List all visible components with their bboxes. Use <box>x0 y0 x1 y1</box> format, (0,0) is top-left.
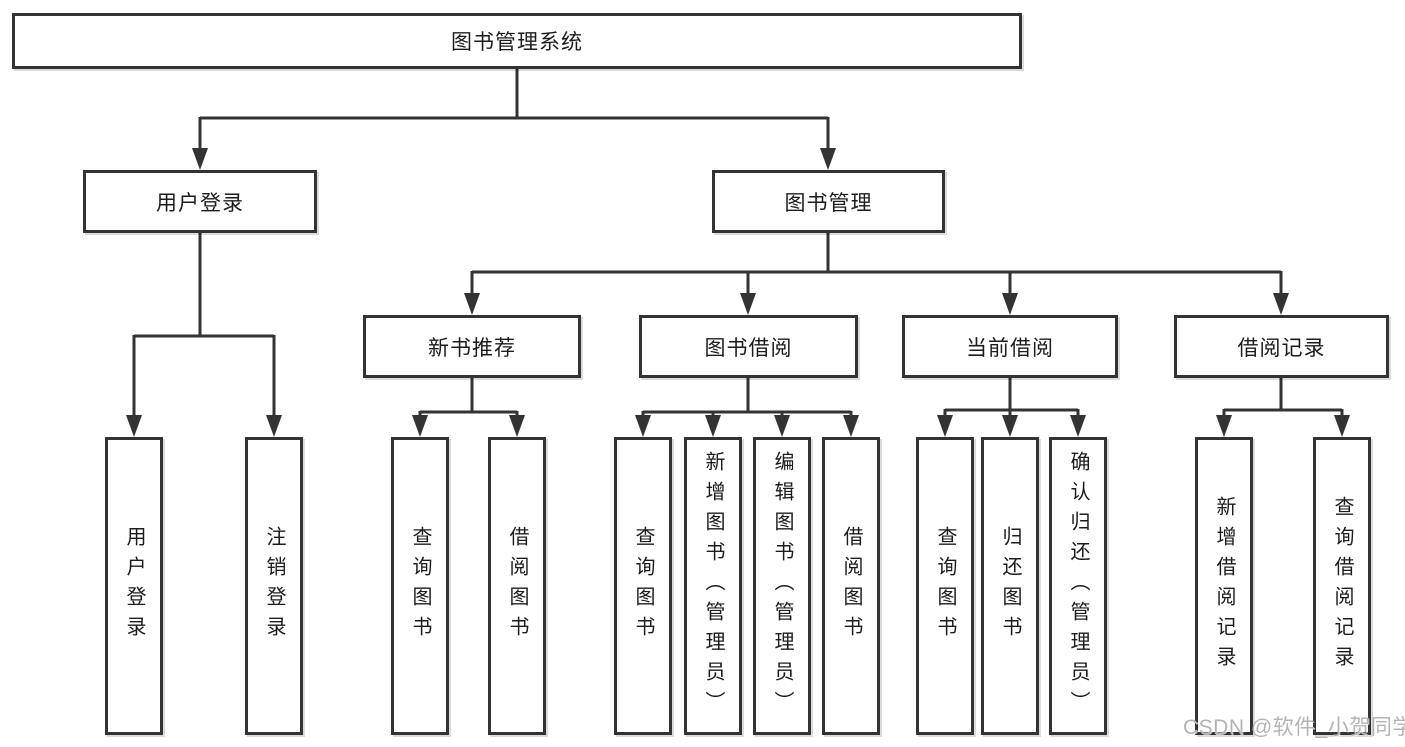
leaf-add-borrow-record-label: 新增借阅记录 <box>1213 496 1235 676</box>
leaf-return-books-label: 归还图书 <box>999 526 1021 646</box>
node-borrow-records: 借阅记录 <box>1174 315 1389 378</box>
node-new-book-recommend: 新书推荐 <box>363 315 581 378</box>
leaf-add-books-admin: 新增图书（管理员） <box>684 437 742 735</box>
leaf-borrow-books-recommend-label: 借阅图书 <box>506 526 528 646</box>
leaf-user-login-label: 用户登录 <box>123 526 145 646</box>
leaf-logout-label: 注销登录 <box>263 526 285 646</box>
leaf-borrow-books-label: 借阅图书 <box>840 526 862 646</box>
arrowheads <box>126 148 1350 437</box>
leaf-query-books-recommend-label: 查询图书 <box>409 526 431 646</box>
leaf-query-books-recommend: 查询图书 <box>391 437 449 735</box>
node-book-borrow: 图书借阅 <box>639 315 858 378</box>
leaf-logout: 注销登录 <box>245 437 303 735</box>
node-user-login: 用户登录 <box>83 170 317 233</box>
csdn-watermark: CSDN @软件_小贺同学 <box>1183 716 1405 739</box>
leaf-query-books-current-label: 查询图书 <box>934 526 956 646</box>
leaf-add-borrow-record: 新增借阅记录 <box>1195 437 1253 735</box>
leaf-confirm-return-admin-label: 确认归还（管理员） <box>1067 451 1089 721</box>
node-current-borrow: 当前借阅 <box>902 315 1118 378</box>
leaf-add-books-admin-label: 新增图书（管理员） <box>702 451 724 721</box>
leaf-query-books-borrow: 查询图书 <box>614 437 672 735</box>
leaf-borrow-books-recommend: 借阅图书 <box>488 437 546 735</box>
node-book-management: 图书管理 <box>712 170 945 233</box>
leaf-edit-books-admin: 编辑图书（管理员） <box>753 437 811 735</box>
leaf-query-borrow-record: 查询借阅记录 <box>1313 437 1371 735</box>
node-root-library-system: 图书管理系统 <box>12 13 1022 69</box>
leaf-user-login: 用户登录 <box>105 437 163 735</box>
leaf-query-books-borrow-label: 查询图书 <box>632 526 654 646</box>
leaf-return-books: 归还图书 <box>981 437 1039 735</box>
leaf-borrow-books: 借阅图书 <box>822 437 880 735</box>
leaf-edit-books-admin-label: 编辑图书（管理员） <box>771 451 793 721</box>
leaf-query-books-current: 查询图书 <box>916 437 974 735</box>
leaf-confirm-return-admin: 确认归还（管理员） <box>1049 437 1107 735</box>
leaf-query-borrow-record-label: 查询借阅记录 <box>1331 496 1353 676</box>
